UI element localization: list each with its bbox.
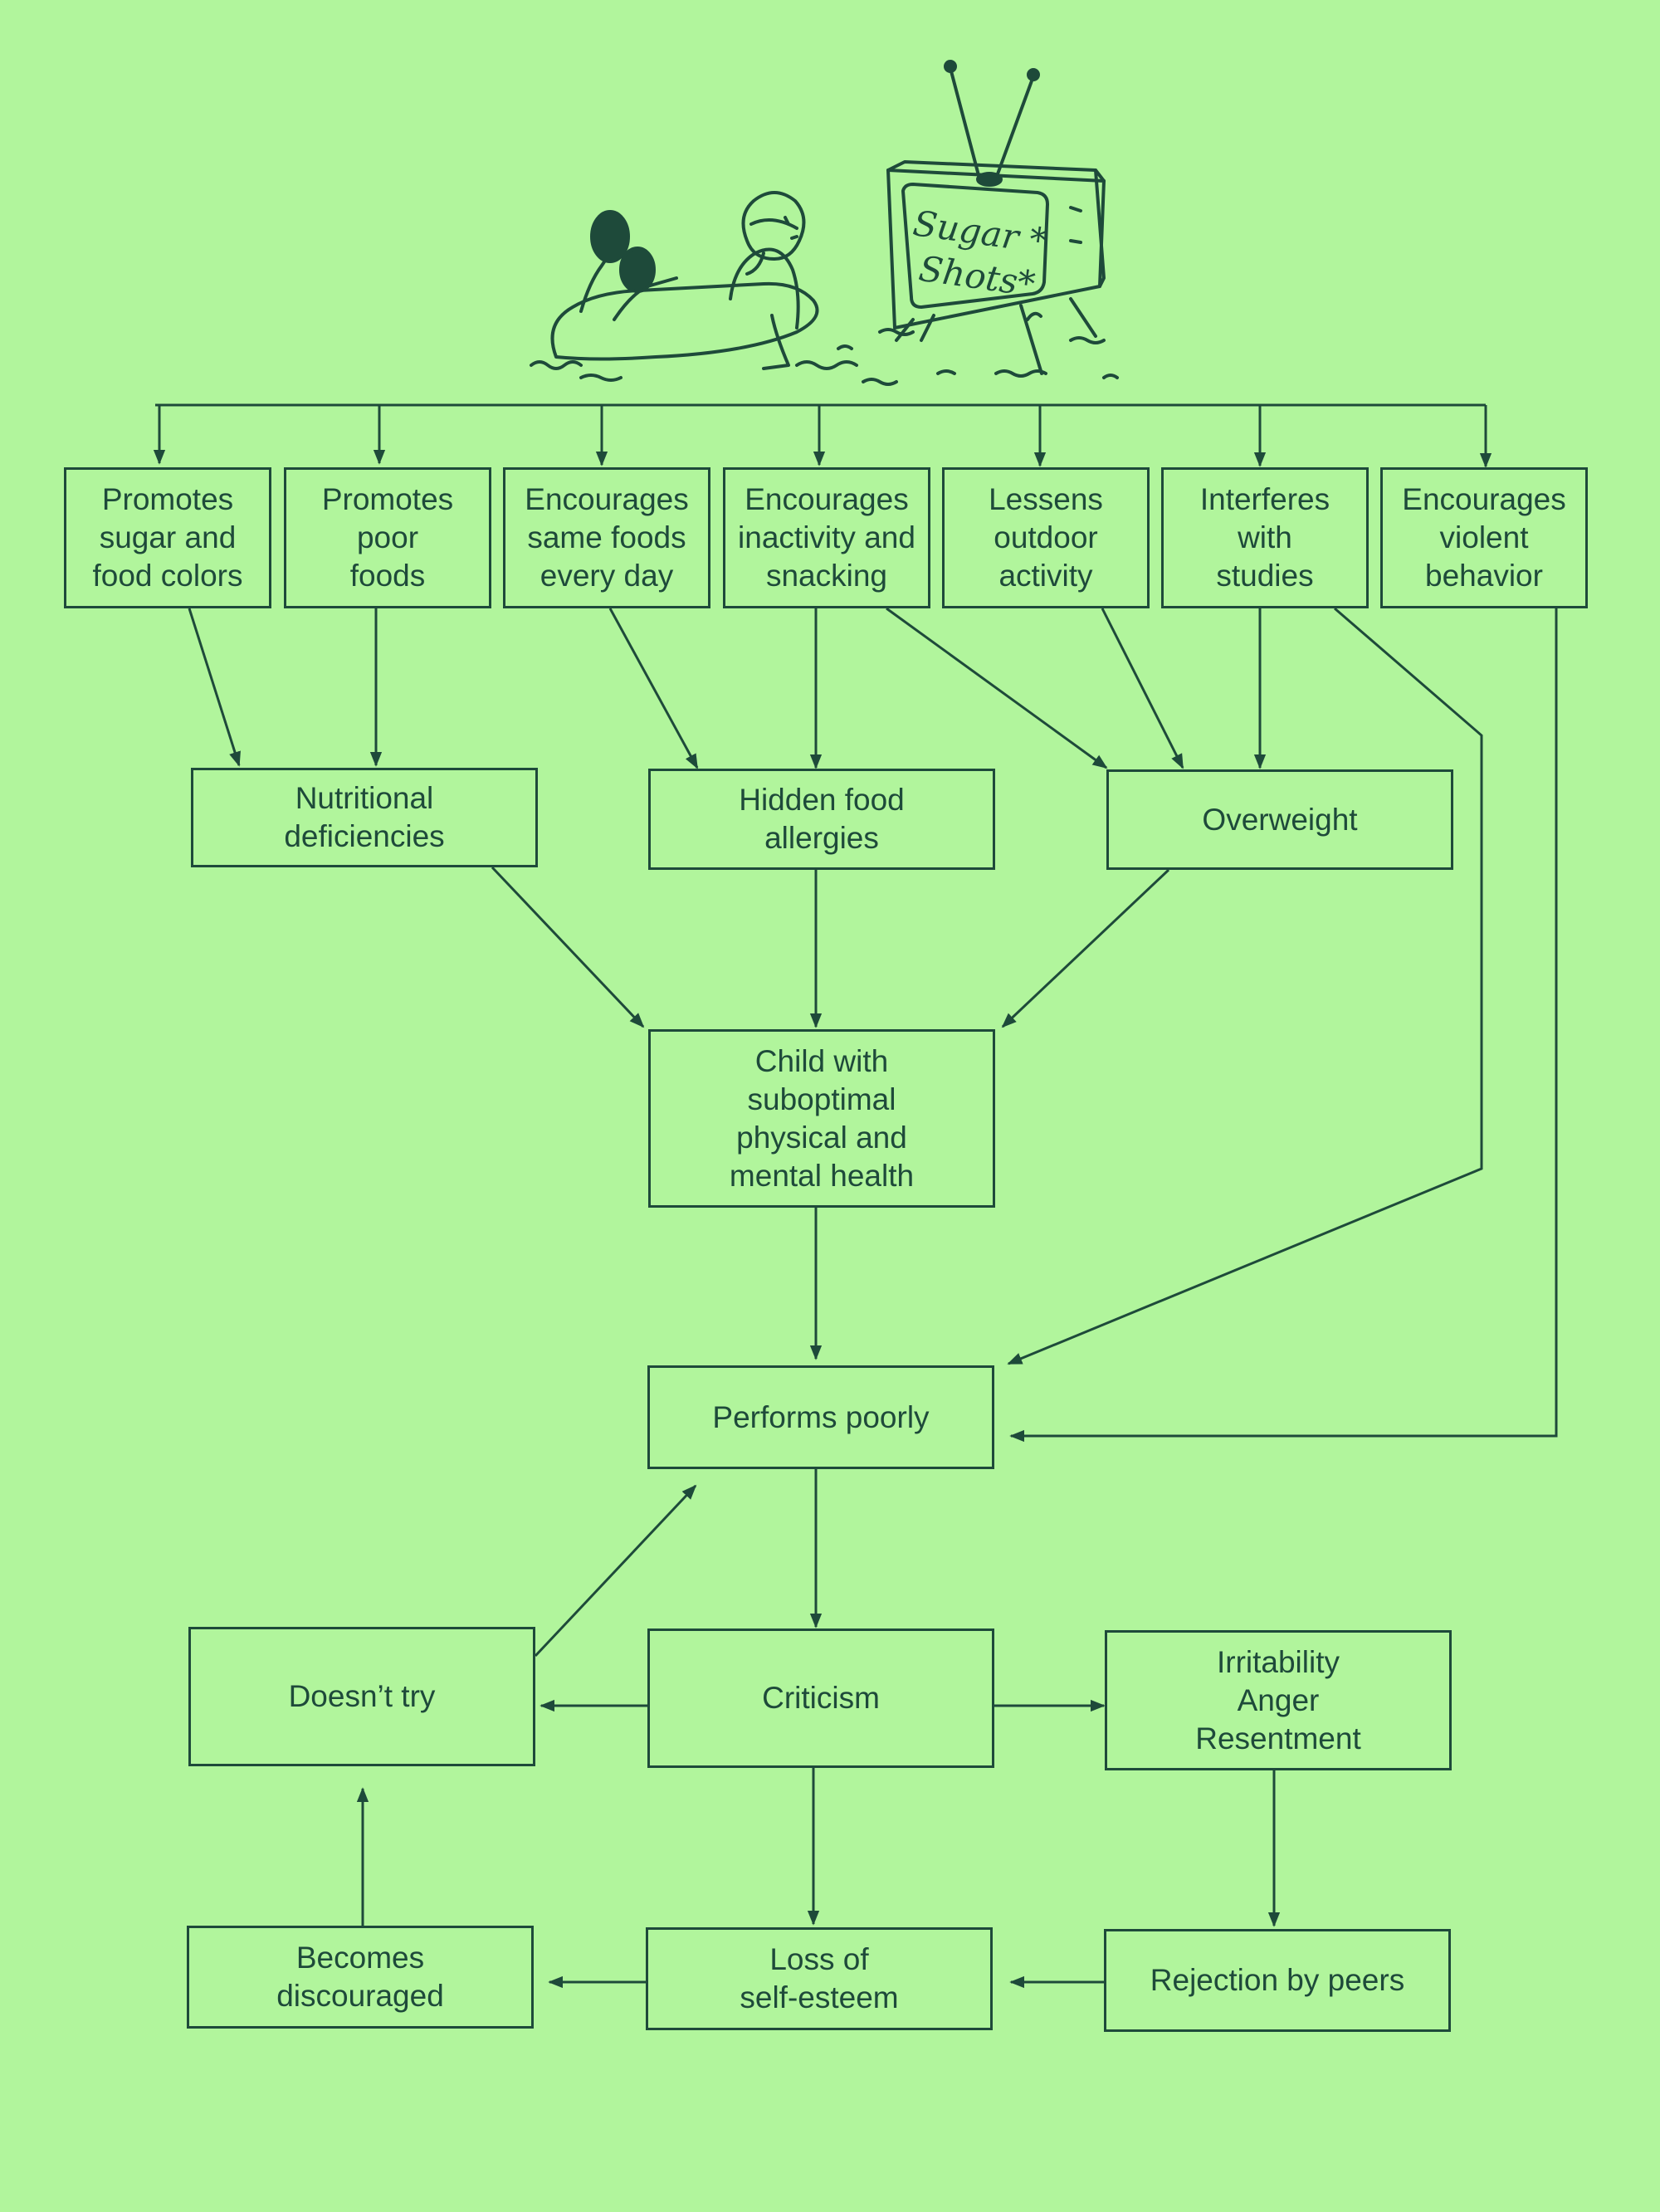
box-inactivity-snacking: Encourages inactivity and snacking	[723, 467, 930, 608]
arrow-nutritional-to-child	[491, 866, 645, 1028]
box-interferes-studies: Interferes with studies	[1161, 467, 1369, 608]
arrow-top3-to-allergies	[608, 608, 699, 769]
arrow-doesnt-try-to-performs	[534, 1484, 697, 1658]
box-same-foods: Encourages same foods every day	[503, 467, 710, 608]
box-hidden-food-allergies: Hidden food allergies	[648, 769, 995, 870]
arrow-overweight-to-child	[1001, 868, 1170, 1028]
box-doesnt-try: Doesn’t try	[188, 1627, 535, 1766]
tv-watching-illustration	[530, 60, 1119, 386]
arrow-studies-to-performs	[1007, 607, 1483, 1365]
box-promotes-sugar: Promotes sugar and food colors	[64, 467, 271, 608]
box-lessens-outdoor: Lessens outdoor activity	[942, 467, 1150, 608]
box-child-health: Child with suboptimal physical and menta…	[648, 1029, 995, 1208]
connector-lines	[153, 403, 1558, 1989]
arrow-top1-to-nutritional	[188, 608, 241, 767]
box-nutritional-deficiencies: Nutritional deficiencies	[191, 768, 538, 867]
arrow-violent-to-performs	[1009, 608, 1558, 1443]
box-performs-poorly: Performs poorly	[647, 1365, 994, 1469]
box-rejection-by-peers: Rejection by peers	[1104, 1929, 1451, 2032]
box-loss-self-esteem: Loss of self-esteem	[646, 1927, 993, 2030]
box-irritability: Irritability Anger Resentment	[1105, 1630, 1452, 1770]
box-promotes-poor-foods: Promotes poor foods	[284, 467, 491, 608]
arrow-top5-to-overweight	[1101, 608, 1184, 769]
box-becomes-discouraged: Becomes discouraged	[187, 1926, 534, 2029]
box-violent-behavior: Encourages violent behavior	[1380, 467, 1588, 608]
child-figure	[550, 191, 819, 370]
box-criticism: Criticism	[647, 1628, 994, 1768]
arrow-top4-to-overweight	[886, 607, 1108, 769]
grass-scribbles	[530, 328, 1119, 386]
box-overweight: Overweight	[1106, 769, 1453, 870]
television-icon	[886, 60, 1106, 375]
